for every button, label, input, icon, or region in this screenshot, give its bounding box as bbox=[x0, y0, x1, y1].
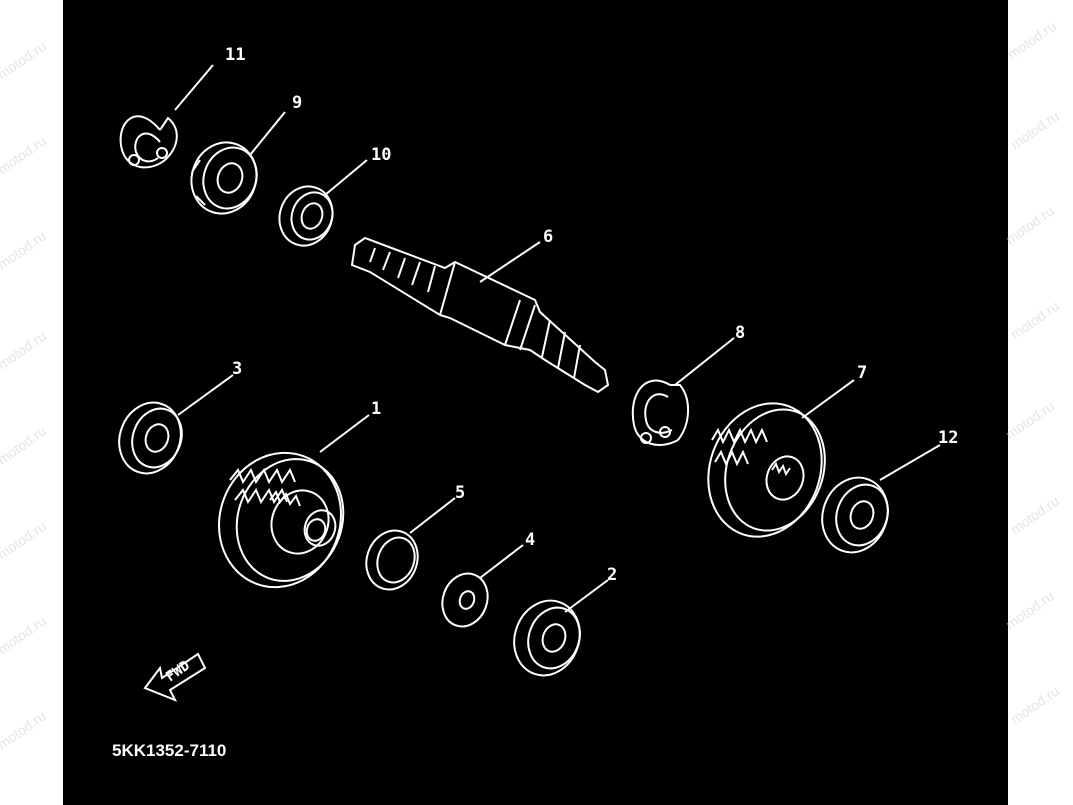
callout-12: 12 bbox=[938, 428, 958, 448]
bearing-3 bbox=[118, 401, 183, 475]
callout-11: 11 bbox=[225, 45, 245, 65]
watermark: motod.ru bbox=[0, 708, 49, 753]
washer-4 bbox=[441, 572, 489, 628]
watermark: motod.ru bbox=[0, 133, 49, 178]
watermark: motod.ru bbox=[1008, 108, 1062, 153]
watermark: motod.ru bbox=[1008, 493, 1062, 538]
watermark: motod.ru bbox=[1005, 18, 1059, 63]
watermark: motod.ru bbox=[0, 518, 49, 563]
callout-10: 10 bbox=[371, 145, 391, 165]
watermark: motod.ru bbox=[1003, 203, 1057, 248]
watermark: motod.ru bbox=[1003, 398, 1057, 443]
watermark: motod.ru bbox=[0, 328, 49, 373]
diagram-panel bbox=[63, 0, 1008, 805]
bearing-12 bbox=[821, 476, 889, 554]
ring-5 bbox=[365, 529, 419, 591]
fwd-arrow-icon bbox=[143, 652, 207, 702]
callout-5: 5 bbox=[455, 483, 465, 503]
circlip-8 bbox=[631, 379, 689, 446]
callout-4: 4 bbox=[525, 530, 535, 550]
main-shaft-6 bbox=[350, 236, 610, 394]
bearing-9 bbox=[190, 141, 258, 215]
callout-8: 8 bbox=[735, 323, 745, 343]
watermark: motod.ru bbox=[0, 38, 49, 83]
callout-2: 2 bbox=[607, 565, 617, 585]
watermark: motod.ru bbox=[1008, 683, 1062, 728]
callout-labels: 11 9 10 6 8 3 1 7 12 5 4 2 bbox=[225, 45, 958, 585]
leader-lines bbox=[174, 64, 941, 613]
watermark: motod.ru bbox=[0, 423, 49, 468]
callout-3: 3 bbox=[232, 359, 242, 379]
bearing-10 bbox=[278, 185, 334, 247]
gear-7 bbox=[707, 402, 826, 538]
gear-1 bbox=[218, 451, 345, 589]
callout-6: 6 bbox=[543, 227, 553, 247]
callout-1: 1 bbox=[371, 399, 381, 419]
watermark: motod.ru bbox=[0, 228, 49, 273]
callout-9: 9 bbox=[292, 93, 302, 113]
watermark: motod.ru bbox=[0, 613, 49, 658]
watermark: motod.ru bbox=[1008, 298, 1062, 343]
bearing-2 bbox=[513, 599, 581, 677]
callout-7: 7 bbox=[857, 363, 867, 383]
fwd-label: FWD bbox=[163, 658, 193, 686]
watermark: motod.ru bbox=[1003, 588, 1057, 633]
circlip-11 bbox=[119, 115, 178, 169]
diagram-code: 5KK1352-7110 bbox=[112, 741, 226, 760]
